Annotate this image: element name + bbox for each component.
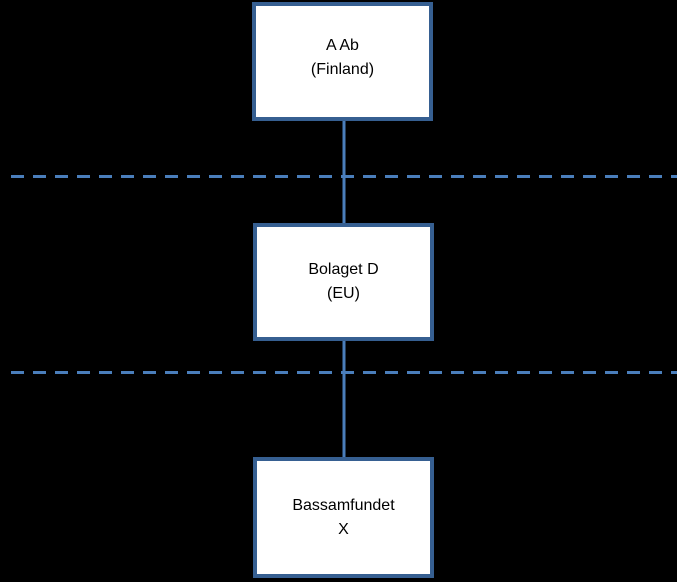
node-bolaget-d-eu-label: Bolaget D (EU) xyxy=(308,258,378,306)
node-bassamfundet-x-label: Bassamfundet X xyxy=(292,494,394,542)
node-bassamfundet-x: Bassamfundet X xyxy=(253,457,434,578)
node-label-line2: (Finland) xyxy=(310,60,375,78)
node-a-ab-finland: A Ab (Finland) xyxy=(252,2,433,121)
node-label-line1: A Ab xyxy=(326,36,359,54)
node-label-line1: Bassamfundet xyxy=(292,496,395,514)
node-a-ab-finland-label: A Ab (Finland) xyxy=(311,34,374,82)
node-label-line2: X xyxy=(338,520,349,538)
node-bolaget-d-eu: Bolaget D (EU) xyxy=(253,223,434,341)
node-label-line2: (EU) xyxy=(327,285,360,302)
node-label-line1: Bolaget D xyxy=(308,261,379,278)
